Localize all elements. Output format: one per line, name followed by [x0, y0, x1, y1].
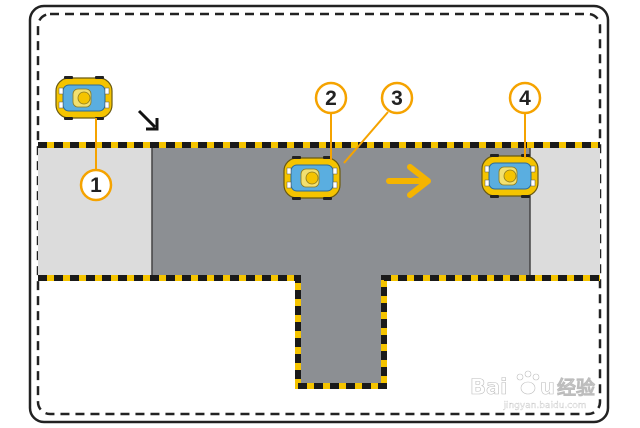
watermark: Bai u 经验 jingyan.baidu.com: [470, 370, 596, 411]
car-icon: [283, 155, 341, 201]
watermark-brand: Bai: [470, 375, 507, 399]
marker-leader-3: [343, 111, 389, 164]
marker-1: 1: [79, 168, 113, 202]
paw-icon: [516, 370, 540, 395]
car-icon: [55, 75, 113, 121]
marker-4-label: 4: [519, 87, 531, 110]
sidewalk-right: [530, 145, 600, 278]
diagonal-arrow-icon: [137, 109, 159, 131]
marker-3-label: 3: [391, 87, 403, 110]
marker-2-label: 2: [325, 87, 337, 110]
watermark-cn: 经验: [557, 376, 596, 399]
right-arrow-icon: [386, 164, 431, 198]
watermark-url: jingyan.baidu.com: [502, 401, 586, 411]
marker-1-label: 1: [90, 174, 102, 197]
watermark-brand-end: u: [540, 375, 555, 399]
car-icon: [481, 153, 539, 199]
marker-4: 4: [508, 81, 542, 115]
marker-3: 3: [380, 81, 414, 115]
road-surface: [152, 145, 530, 386]
marker-2: 2: [314, 81, 348, 115]
curb-bottom: [38, 275, 600, 389]
